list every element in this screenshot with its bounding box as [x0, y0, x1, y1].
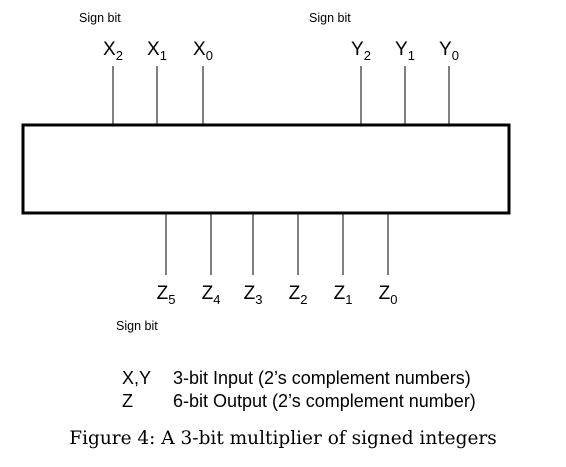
input-y0-label: Y0 [439, 39, 459, 63]
legend-row-inputs: X,Y 3-bit Input (2’s complement numbers) [122, 367, 476, 390]
z-sign-bit-label: Sign bit [116, 319, 158, 333]
x-sign-bit-label: Sign bit [79, 11, 121, 25]
input-x0-label: X0 [193, 39, 213, 63]
input-x1-label: X1 [147, 39, 167, 63]
multiplier-diagram: Sign bit Sign bit Sign bit X2 X1 X0 Y2 Y1 Y0Z… [21, 11, 511, 333]
input-y2-label: Y2 [351, 39, 371, 63]
output-z4-label: Z4 [202, 283, 221, 307]
output-z5-label: Z5 [157, 283, 176, 307]
legend-key: Z [122, 391, 133, 411]
input-x2-label: X2 [103, 39, 123, 63]
output-z0-label: Z0 [379, 283, 398, 307]
output-z1-label: Z1 [334, 283, 353, 307]
legend-desc: 6-bit Output (2’s complement number) [173, 391, 476, 411]
figure-caption: Figure 4: A 3-bit multiplier of signed i… [69, 428, 497, 449]
output-z2-label: Z2 [289, 283, 308, 307]
legend-row-output: Z 6-bit Output (2’s complement number) [122, 390, 476, 413]
legend: X,Y 3-bit Input (2’s complement numbers)… [122, 367, 476, 413]
multiplier-block [21, 123, 511, 215]
input-y1-label: Y1 [395, 39, 415, 63]
legend-desc: 3-bit Input (2’s complement numbers) [173, 368, 471, 388]
y-sign-bit-label: Sign bit [309, 11, 351, 25]
legend-key: X,Y [122, 368, 152, 388]
output-z3-label: Z3 [244, 283, 263, 307]
